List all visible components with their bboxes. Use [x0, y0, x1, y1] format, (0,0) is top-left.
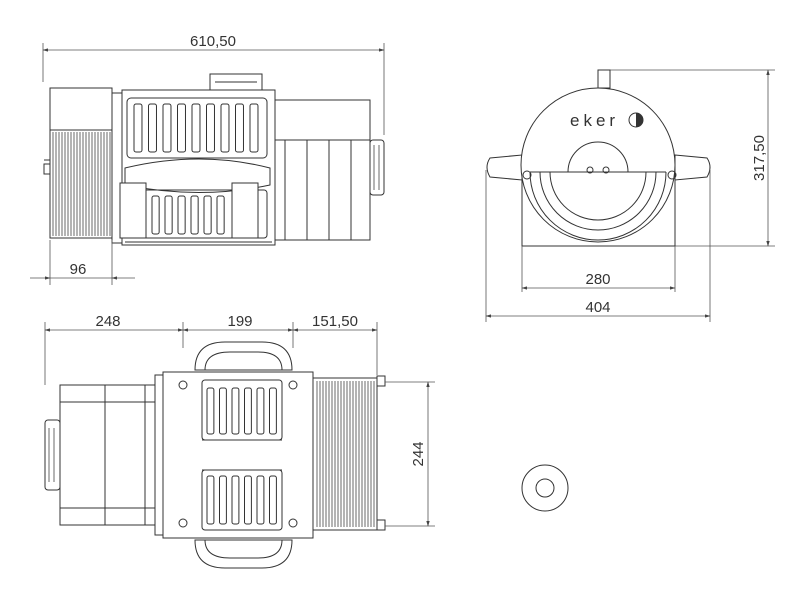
gear-housing: [111, 73, 276, 246]
label-height: 317,50: [751, 135, 768, 181]
washer-detail: [521, 464, 569, 512]
label-overall-length: 610,50: [190, 33, 236, 50]
dimension-base-inner-width: 280: [521, 246, 676, 292]
top-view: 248 199 151,50: [44, 313, 435, 569]
label-base-outer-width: 404: [585, 299, 610, 316]
label-base-inner-width: 280: [585, 271, 610, 288]
label-sheave-diameter: 244: [410, 441, 427, 466]
dimension-brake-width: 96: [30, 240, 135, 285]
brake-drum: [43, 87, 113, 239]
dimension-sheave-diameter: 244: [385, 381, 435, 527]
dimension-height: 317,50: [598, 69, 775, 247]
dimension-base-outer-width: 404: [485, 170, 711, 322]
dimension-chain-top: 248 199 151,50: [44, 313, 378, 385]
logo-text: eker: [570, 111, 619, 130]
label-sheave-length: 151,50: [312, 313, 358, 330]
dimension-overall-length: 610,50: [42, 33, 385, 135]
label-center-length: 199: [227, 313, 252, 330]
label-motor-length: 248: [95, 313, 120, 330]
motor-body: [274, 99, 385, 241]
front-view: 317,50 eker 280: [485, 69, 775, 322]
side-view: 610,50: [30, 33, 385, 285]
label-brake-width: 96: [70, 261, 87, 278]
eker-logo: eker: [570, 111, 644, 130]
